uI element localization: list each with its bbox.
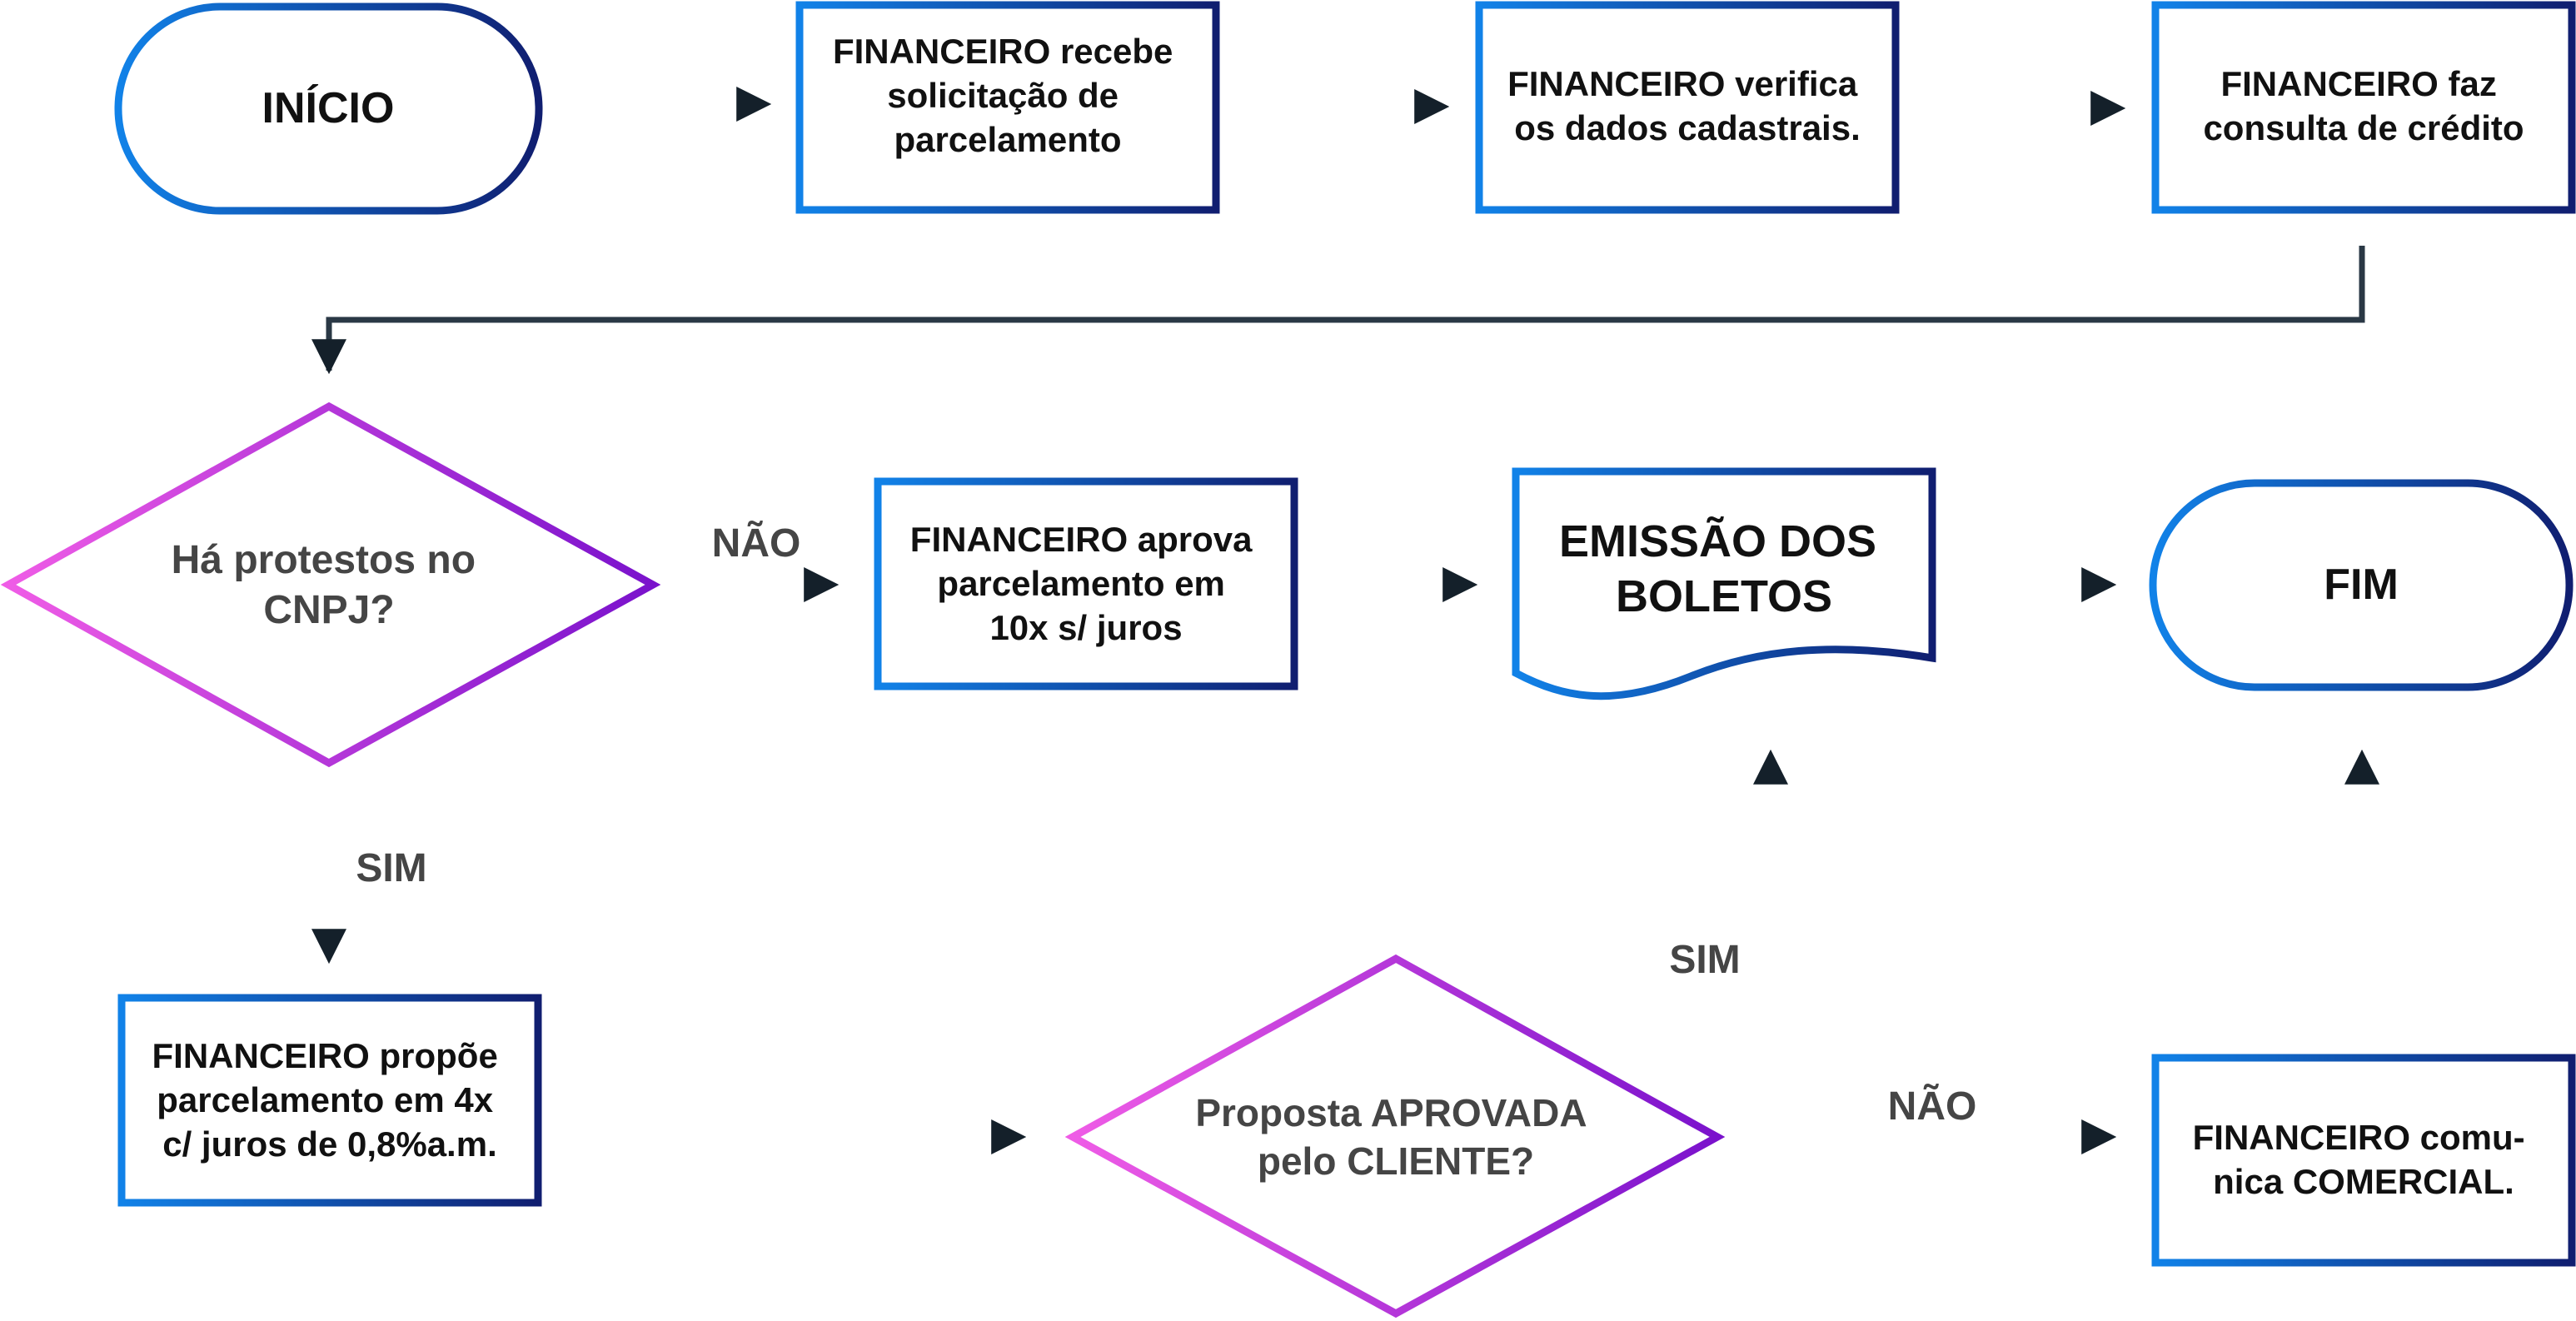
decision-diamond — [0, 401, 661, 768]
node-label: FIM — [2324, 561, 2399, 609]
process-box — [1475, 1, 1900, 214]
node-label: Há protestos no CNPJ? — [172, 538, 487, 632]
node-label-line: parcelamento em — [937, 564, 1224, 603]
node-label-line: FIM — [2324, 561, 2399, 609]
node-label-line: c/ juros de 0,8%a.m. — [162, 1124, 497, 1164]
node-propoe: FINANCEIRO propõe parcelamento em 4x c/ … — [117, 994, 542, 1207]
node-label-line: solicitação de — [887, 76, 1119, 115]
decision-diamond — [1064, 954, 1726, 1319]
node-label-line: INÍCIO — [262, 84, 395, 132]
node-label: INÍCIO — [262, 84, 395, 132]
node-label-line: CNPJ? — [263, 588, 394, 632]
process-box — [2151, 1054, 2576, 1267]
node-label-line: FINANCEIRO faz — [2220, 64, 2496, 103]
node-label-line: consulta de crédito — [2203, 108, 2524, 147]
node-label-line: parcelamento em 4x — [157, 1080, 494, 1119]
connectors — [311, 87, 2379, 1154]
node-label-line: EMISSÃO DOS — [1559, 516, 1876, 566]
node-fim: FIM — [2149, 479, 2574, 691]
node-label-line: BOLETOS — [1616, 571, 1832, 621]
node-verifica: FINANCEIRO verifica os dados cadastrais. — [1475, 1, 1900, 214]
process-box — [2151, 1, 2576, 214]
node-label: FINANCEIRO comu- nica COMERCIAL. — [2193, 1118, 2535, 1201]
node-inicio: INÍCIO — [114, 2, 543, 215]
document-shape — [1512, 467, 1936, 700]
node-label-line: Há protestos no — [172, 538, 476, 582]
process-box — [117, 994, 542, 1207]
node-label-line: FINANCEIRO comu- — [2193, 1118, 2525, 1157]
node-label-line: os dados cadastrais. — [1514, 108, 1861, 147]
node-consulta: FINANCEIRO faz consulta de crédito — [2151, 1, 2576, 214]
node-label: FINANCEIRO aprova parcelamento em 10x s/… — [910, 520, 1262, 647]
node-label: FINANCEIRO propõe parcelamento em 4x c/ … — [152, 1036, 508, 1164]
node-label-line: parcelamento — [894, 120, 1121, 159]
terminal-shape — [114, 2, 543, 215]
node-comunica: FINANCEIRO comu- nica COMERCIAL. — [2151, 1054, 2576, 1267]
node-aprova: FINANCEIRO aprova parcelamento em 10x s/… — [874, 477, 1298, 690]
process-box — [795, 1, 1220, 214]
node-label-line: 10x s/ juros — [989, 608, 1182, 647]
node-label-line: FINANCEIRO verifica — [1507, 64, 1858, 103]
edge-label-protestos-sim: SIM — [356, 846, 426, 890]
node-label-line: nica COMERCIAL. — [2213, 1162, 2514, 1201]
node-proposta: Proposta APROVADA pelo CLIENTE? — [1064, 954, 1726, 1319]
node-emissao: EMISSÃO DOS BOLETOS — [1512, 467, 1936, 700]
edge-label-protestos-nao: NÃO — [712, 520, 801, 566]
node-label: EMISSÃO DOS BOLETOS — [1559, 516, 1889, 621]
edge-labels: NÃO SIM SIM NÃO — [356, 520, 1976, 1129]
edge-label-proposta-nao: NÃO — [1888, 1083, 1977, 1129]
node-label-line: FINANCEIRO aprova — [910, 520, 1253, 559]
node-label: Proposta APROVADA pelo CLIENTE? — [1195, 1091, 1596, 1183]
node-label: FINANCEIRO faz consulta de crédito — [2203, 64, 2524, 147]
node-label: FINANCEIRO recebe solicitação de parcela… — [833, 32, 1183, 159]
arrow-consulta-to-protestos — [311, 246, 2365, 375]
node-label-line: FINANCEIRO propõe — [152, 1036, 498, 1075]
node-label-line: Proposta APROVADA — [1195, 1091, 1586, 1134]
node-label: FINANCEIRO verifica os dados cadastrais. — [1507, 64, 1867, 147]
node-recebe: FINANCEIRO recebe solicitação de parcela… — [795, 1, 1220, 214]
terminal-shape — [2149, 479, 2574, 691]
node-label-line: FINANCEIRO recebe — [833, 32, 1173, 71]
node-label-line: pelo CLIENTE? — [1258, 1139, 1534, 1183]
edge-label-proposta-sim: SIM — [1669, 938, 1740, 982]
node-protestos: Há protestos no CNPJ? — [0, 401, 661, 768]
process-box — [874, 477, 1298, 690]
